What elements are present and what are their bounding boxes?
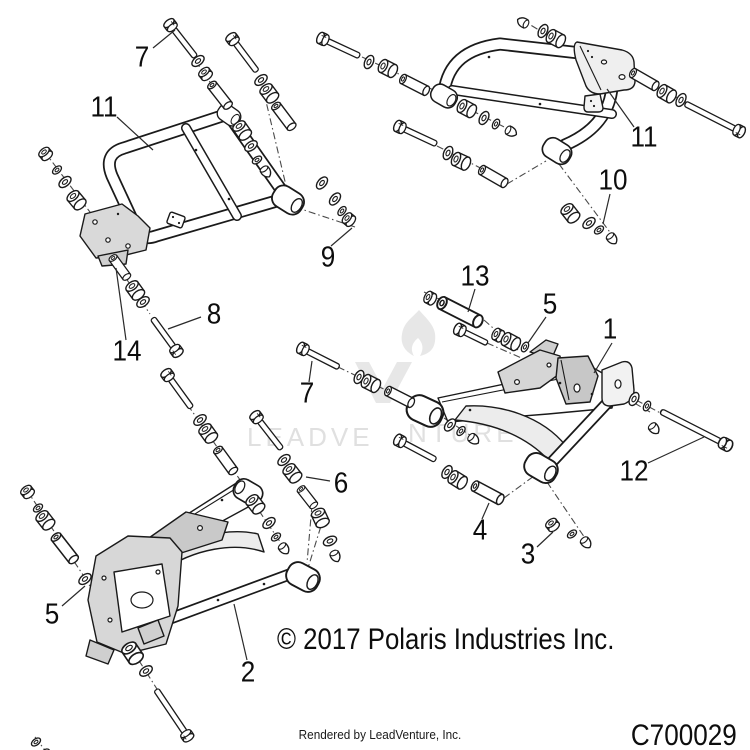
bolt bbox=[162, 17, 200, 61]
callout-11: 11 bbox=[90, 91, 118, 124]
part-number: C700029 bbox=[631, 719, 737, 750]
callout-8: 8 bbox=[206, 298, 222, 331]
leader-line-1 bbox=[593, 342, 613, 374]
leader-line-6 bbox=[305, 476, 331, 482]
leadventure-watermark: LEADVE NTURE bbox=[247, 310, 514, 452]
callout-2: 2 bbox=[240, 656, 256, 689]
lower-right-control-arm bbox=[401, 339, 635, 488]
leader-line-9 bbox=[330, 227, 353, 247]
callout-5: 5 bbox=[44, 598, 60, 631]
callout-4: 4 bbox=[472, 514, 488, 547]
bolt bbox=[683, 98, 747, 139]
bolt bbox=[151, 686, 195, 743]
upper-left-control-arm bbox=[79, 100, 309, 267]
bolt bbox=[295, 341, 342, 373]
leader-line-14 bbox=[115, 267, 127, 341]
callout-3: 3 bbox=[520, 538, 536, 571]
callout-14: 14 bbox=[112, 335, 142, 368]
callout-1: 1 bbox=[602, 313, 618, 346]
callout-leader-lines bbox=[61, 29, 705, 661]
leader-line-4 bbox=[481, 502, 490, 520]
bolt bbox=[224, 31, 261, 75]
leader-line-11 bbox=[116, 116, 154, 151]
leader-line-10 bbox=[602, 193, 611, 225]
callout-11: 11 bbox=[630, 121, 658, 154]
callout-13: 13 bbox=[460, 260, 490, 293]
callout-6: 6 bbox=[333, 467, 349, 500]
callout-7: 7 bbox=[299, 377, 315, 410]
callout-12: 12 bbox=[619, 455, 649, 488]
callout-10: 10 bbox=[598, 164, 628, 197]
bolt bbox=[658, 406, 734, 453]
v-logo-icon bbox=[355, 362, 412, 403]
leader-line-7 bbox=[152, 29, 176, 49]
leader-line-2 bbox=[233, 603, 248, 661]
leader-line-7 bbox=[308, 360, 313, 383]
leader-line-12 bbox=[647, 436, 705, 464]
bolt bbox=[159, 367, 196, 411]
bolt bbox=[392, 119, 439, 149]
bolt bbox=[148, 315, 185, 359]
flame-icon bbox=[401, 310, 436, 356]
leader-line-8 bbox=[167, 316, 202, 330]
mount-bracket bbox=[573, 41, 636, 113]
leader-line-13 bbox=[467, 288, 476, 313]
callout-5: 5 bbox=[542, 288, 558, 321]
rendered-by-text: Rendered by LeadVenture, Inc. bbox=[298, 728, 462, 742]
callout-9: 9 bbox=[320, 241, 336, 274]
mount-bracket bbox=[85, 511, 229, 665]
leader-line-11 bbox=[606, 88, 635, 128]
leader-line-3 bbox=[536, 531, 554, 548]
upper-mount-brackets bbox=[497, 339, 599, 405]
callout-7: 7 bbox=[134, 41, 150, 74]
leader-line-5 bbox=[527, 316, 547, 344]
leader-line-5 bbox=[61, 585, 86, 607]
bolt bbox=[315, 31, 362, 61]
copyright-text: © 2017 Polaris Industries Inc. bbox=[277, 623, 615, 656]
lower-left-control-arm bbox=[85, 474, 325, 665]
